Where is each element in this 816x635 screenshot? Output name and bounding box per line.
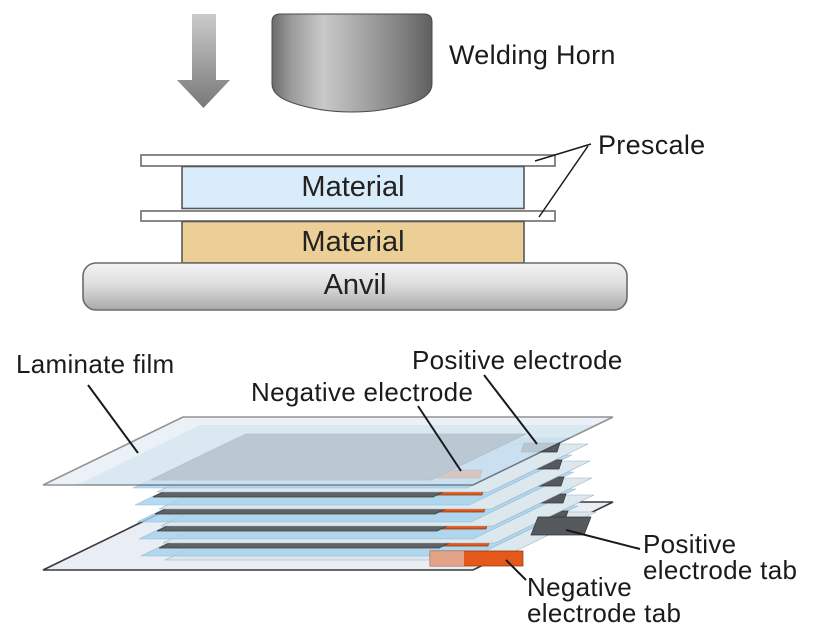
material-lower-label: Material (301, 225, 405, 258)
positive-electrode-tab-leader (565, 529, 641, 550)
laminate-film-leader (87, 384, 139, 454)
laminate-film-label: Laminate film (16, 349, 175, 379)
anvil-label: Anvil (323, 269, 387, 301)
prescale-leader-upper (534, 143, 592, 162)
negative-tab-shadow-overlay (430, 551, 464, 566)
negative-electrode-label: Negative electrode (251, 377, 474, 407)
prescale-label: Prescale (598, 130, 706, 160)
laminate-film-top-sheet (42, 416, 614, 486)
positive-electrode-leader (483, 374, 538, 445)
prescale-film-upper (140, 154, 556, 167)
negative-electrode-tab-label-line2: electrode tab (527, 598, 682, 628)
positive-electrode-tab-label: Positive electrode tab (643, 531, 797, 583)
anvil-box (82, 262, 628, 311)
positive-electrode-tab-shape (530, 516, 592, 536)
negative-electrode-tab-label-line1: Negative (527, 572, 633, 602)
prescale-leader-lower (538, 145, 589, 218)
positive-electrode-tab-label-line1: Positive (643, 529, 737, 559)
welding-horn-label: Welding Horn (449, 40, 616, 70)
negative-electrode-tab-label: Negative electrode tab (527, 574, 681, 626)
welding-horn-shape (271, 13, 433, 113)
negative-electrode-leader (417, 405, 462, 472)
positive-electrode-label: Positive electrode (412, 345, 623, 375)
press-arrow-icon (177, 14, 230, 108)
positive-electrode-tab-label-line2: electrode tab (643, 555, 798, 585)
material-upper-label: Material (301, 170, 405, 203)
material-upper-box (181, 165, 525, 210)
prescale-film-lower (140, 210, 556, 222)
negative-electrode-tab-leader (505, 559, 527, 581)
material-lower-box (181, 220, 525, 264)
